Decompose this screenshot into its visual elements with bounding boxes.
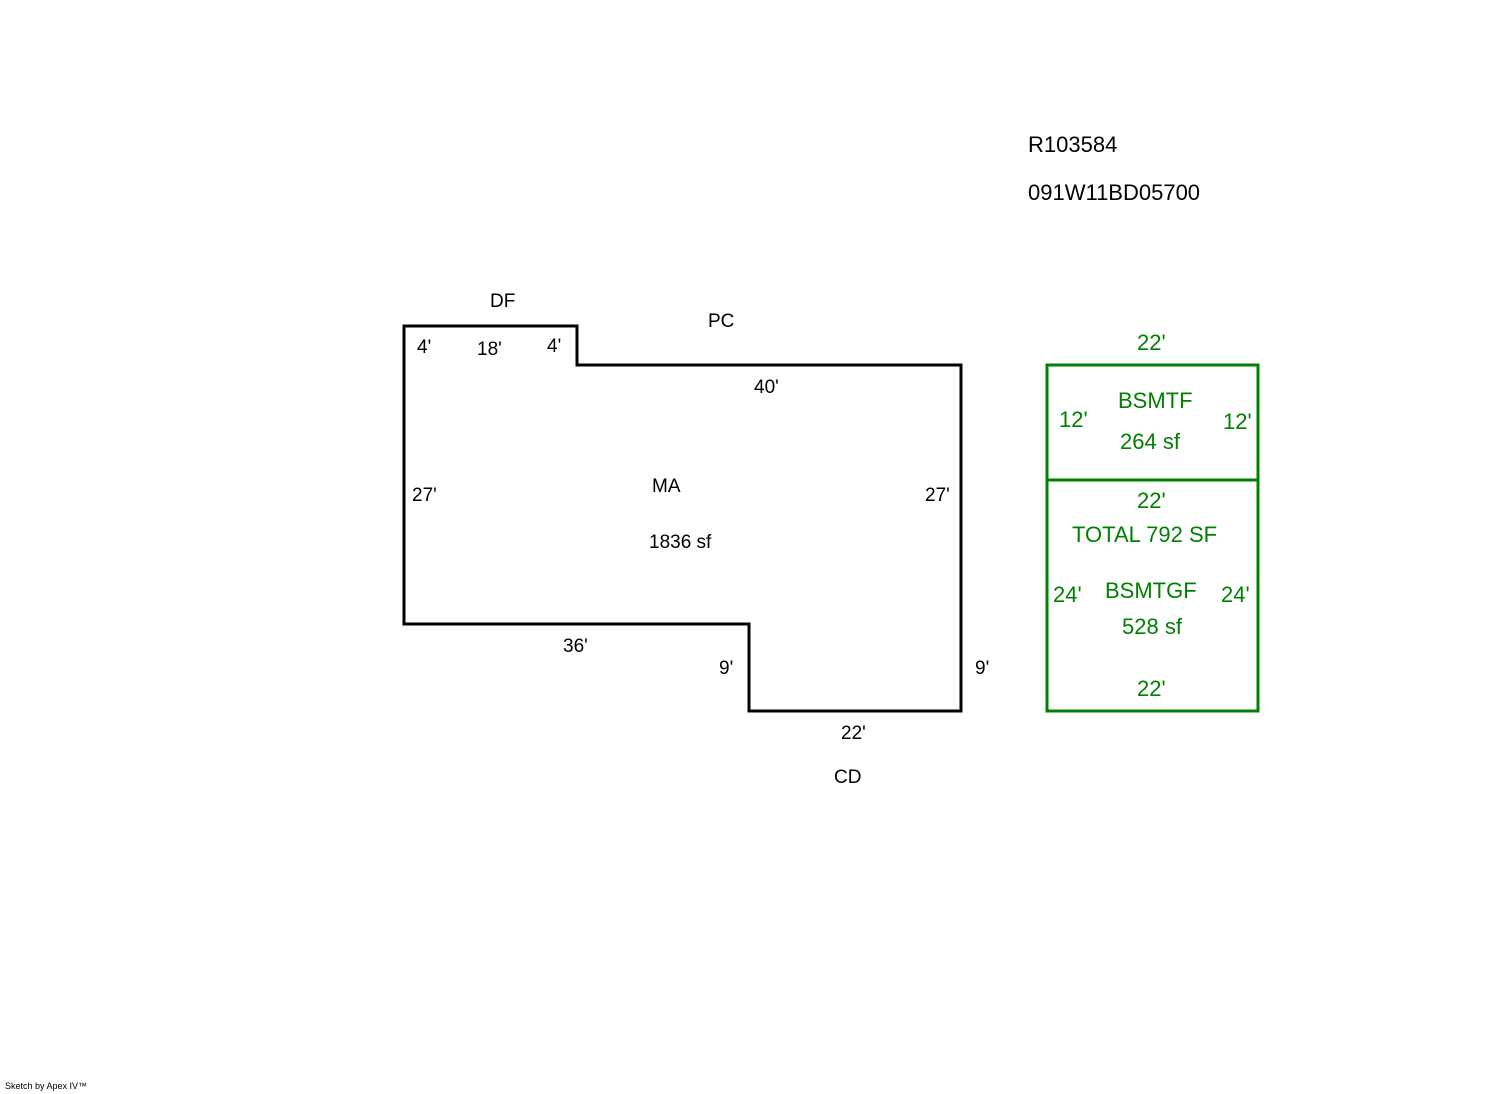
basement-lower-code: BSMTGF — [1105, 578, 1197, 603]
dim-top-left: 4' — [417, 337, 432, 358]
basement-lower-dim-right: 24' — [1221, 582, 1250, 607]
basement-top-dim: 22' — [1137, 330, 1166, 355]
account-number: R103584 — [1028, 132, 1118, 157]
basement-upper-area: 264 sf — [1120, 429, 1180, 454]
dim-right-upper: 27' — [925, 485, 950, 506]
basement-upper-dim-right: 12' — [1223, 409, 1252, 434]
cd-label: CD — [834, 767, 862, 788]
basement-bottom-dim: 22' — [1137, 676, 1166, 701]
sketch-credit: Sketch by Apex IV™ — [5, 1081, 88, 1091]
basement-lower-dim-left: 24' — [1053, 582, 1082, 607]
dim-top-mid: 18' — [477, 339, 502, 360]
dim-left: 27' — [412, 485, 437, 506]
dim-bottom-right: 22' — [841, 723, 866, 744]
basement-upper-code: BSMTF — [1118, 388, 1193, 413]
main-area-code: MA — [652, 476, 681, 497]
dim-top-right: 40' — [754, 377, 779, 398]
map-tax-lot-number: 091W11BD05700 — [1028, 180, 1201, 205]
df-label: DF — [490, 291, 516, 312]
dim-top-step: 4' — [547, 336, 562, 357]
pc-label: PC — [708, 311, 735, 332]
main-area-outline — [402, 324, 963, 713]
basement-total: TOTAL 792 SF — [1072, 522, 1218, 547]
basement-mid-dim: 22' — [1137, 488, 1166, 513]
dim-bottom-step: 9' — [719, 658, 734, 679]
basement-lower-outline — [1045, 478, 1260, 713]
dim-right-lower: 9' — [975, 658, 990, 679]
basement-upper-dim-left: 12' — [1059, 407, 1088, 432]
main-area-size: 1836 sf — [649, 532, 712, 553]
basement-lower-area: 528 sf — [1122, 614, 1182, 639]
dim-bottom-left: 36' — [563, 636, 588, 657]
